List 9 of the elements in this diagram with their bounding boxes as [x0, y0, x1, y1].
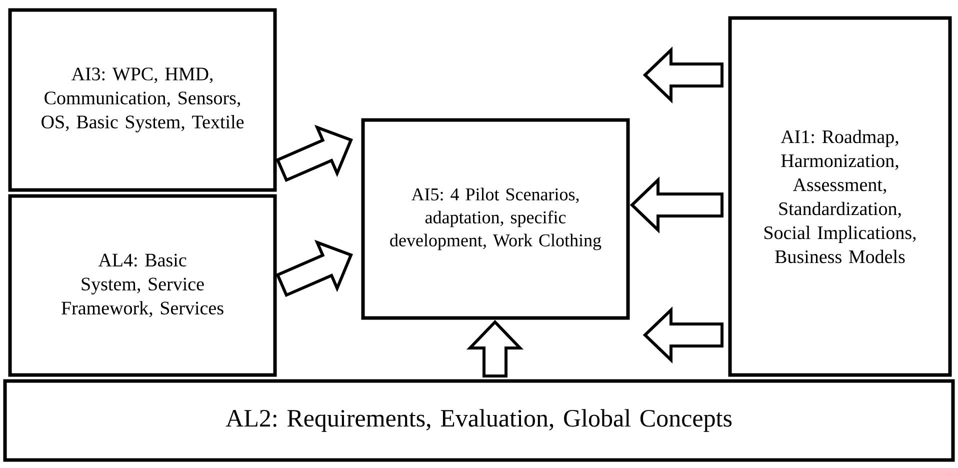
text-box: AI3: WPC, HMD, Communication, Sensors, OS, Basic System, Textile — [8, 8, 277, 192]
block-arrow — [642, 46, 724, 104]
block-arrow — [642, 306, 724, 364]
text-box: AI5: 4 Pilot Scenarios, adaptation, specific development, Work Clothing — [361, 118, 630, 320]
block-arrow — [630, 176, 724, 234]
text-box: AI1: Roadmap, Harmonization, Assessment, Standardization, Social Implications, Business Models — [728, 16, 952, 377]
band-box: AL2: Requirements, Evaluation, Global Concepts — [3, 379, 955, 462]
block-arrow — [466, 320, 524, 378]
text-box: AL4: Basic System, Service Framework, Services — [8, 194, 277, 377]
